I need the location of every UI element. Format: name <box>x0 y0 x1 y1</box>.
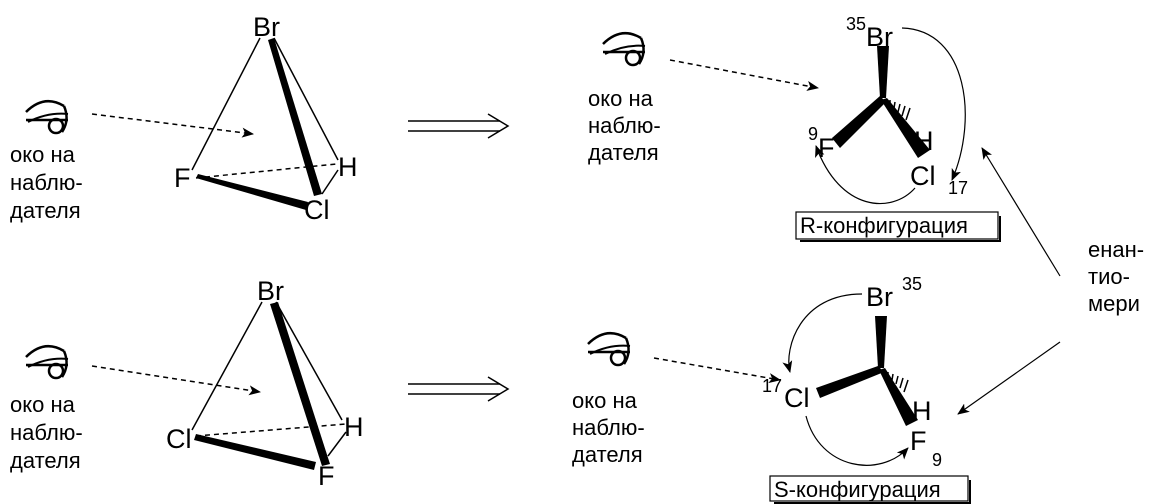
atom-cl: Cl <box>784 383 810 413</box>
enantiomer-arrow <box>957 341 1061 415</box>
s-config-label: S-конфигурация <box>774 477 941 502</box>
eye-caption-line: дателя <box>10 448 81 473</box>
enantiomers-label: енан- тио- мери <box>1088 237 1144 316</box>
view-arrow <box>669 59 819 91</box>
atom-cl: Cl <box>910 161 936 191</box>
eye-caption-line: наблю- <box>10 420 83 445</box>
isotope-f: 9 <box>932 450 942 470</box>
view-arrow <box>91 365 261 396</box>
atom-f: F <box>818 133 835 163</box>
view-arrow <box>653 357 781 384</box>
implies-arrow <box>408 376 510 402</box>
isotope-cl: 17 <box>762 376 782 396</box>
eye-caption: око на наблю- дателя <box>572 388 645 467</box>
atom-f: F <box>910 426 927 456</box>
atom-br: Br <box>866 282 893 312</box>
enantiomer-arrow <box>981 147 1061 277</box>
eye-caption-line: дателя <box>10 198 81 223</box>
atom-cl: Cl <box>166 424 192 454</box>
isotope-cl: 17 <box>948 178 968 198</box>
r-config-label: R-конфигурация <box>800 213 968 238</box>
enantiomers-line: тио- <box>1088 264 1130 289</box>
atom-cl: Cl <box>304 195 330 225</box>
eye-caption-line: наблю- <box>588 113 661 138</box>
atom-h: H <box>338 152 358 182</box>
molecule-s: Br 35 17 Cl H F 9 <box>762 274 942 470</box>
eye-caption: око на наблю- дателя <box>10 392 83 473</box>
eye-caption-line: наблю- <box>10 170 83 195</box>
molecule-r: 35 Br 9 F H Cl 17 <box>808 14 968 205</box>
isotope-br: 35 <box>846 14 866 34</box>
eye-caption-line: дателя <box>588 140 659 165</box>
atom-br: Br <box>253 12 280 42</box>
eye-caption: око на наблю- дателя <box>10 142 83 223</box>
eye-icon <box>25 344 69 380</box>
view-arrow <box>91 113 254 138</box>
eye-icon <box>587 331 631 367</box>
atom-f: F <box>174 163 191 193</box>
tetrahedron-bottom: Br Cl H F <box>166 276 364 491</box>
eye-caption-line: око на <box>588 86 654 111</box>
eye-caption-line: око на <box>10 142 76 167</box>
implies-arrow <box>408 113 510 139</box>
atom-f: F <box>318 461 335 491</box>
tetrahedron-top: Br F H Cl <box>174 12 358 225</box>
eye-caption-line: око на <box>572 388 638 413</box>
eye-icon <box>602 31 646 67</box>
eye-icon <box>25 99 69 135</box>
eye-caption-line: око на <box>10 392 76 417</box>
atom-br: Br <box>866 22 893 52</box>
isotope-f: 9 <box>808 124 818 144</box>
eye-caption: око на наблю- дателя <box>588 86 661 165</box>
s-config-box: S-конфигурация <box>769 475 971 504</box>
enantiomers-line: мери <box>1088 291 1140 316</box>
atom-h: H <box>344 412 364 442</box>
enantiomers-line: енан- <box>1088 237 1144 262</box>
eye-caption-line: наблю- <box>572 415 645 440</box>
r-config-box: R-конфигурация <box>795 211 1001 242</box>
atom-h: H <box>914 126 934 156</box>
atom-br: Br <box>257 276 284 306</box>
isotope-br: 35 <box>902 274 922 294</box>
eye-caption-line: дателя <box>572 442 643 467</box>
atom-h: H <box>912 396 932 426</box>
